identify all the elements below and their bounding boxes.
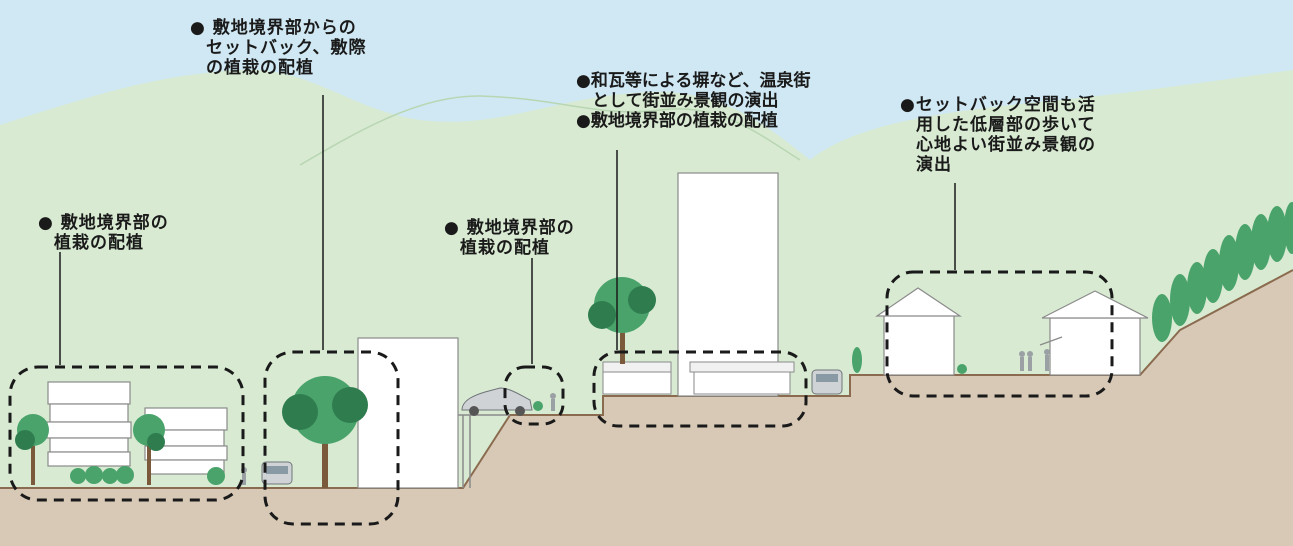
annotation-line: の植栽の配植 [206, 58, 314, 78]
annotation-line: 用した低層部の歩いて [916, 115, 1096, 135]
bridge [458, 414, 510, 488]
house-right [1039, 290, 1149, 376]
annotation-line: ●敷地境界部の植栽の配植 [576, 111, 778, 131]
annotation-line: ● 敷地境界部からの [190, 18, 357, 38]
annotation-line: 植栽の配植 [54, 233, 144, 253]
mountain-ridge [299, 95, 801, 166]
annotation-setback-low-rise: ●セットバック空間も活 用した低層部の歩いて 心地よい街並み景観の 演出 [900, 95, 1096, 175]
tree-wall [588, 277, 656, 364]
car-front-right [811, 369, 843, 395]
annotation-boundary-planting-road: ● 敷地境界部の 植栽の配植 [444, 218, 575, 258]
annotation-line: ● 敷地境界部の [444, 218, 575, 238]
leader-lines [59, 95, 956, 365]
annotation-setback-planting: ● 敷地境界部からの セットバック、敷際 の植栽の配植 [190, 18, 366, 78]
annotation-line: ● 敷地境界部の [38, 213, 169, 233]
annotation-line: セットバック、敷際 [206, 38, 367, 58]
annotation-line: ●和瓦等による塀など、温泉街 [576, 71, 811, 91]
trees [15, 202, 1293, 488]
annotation-line: ●セットバック空間も活 [900, 95, 1096, 115]
tree-left-1 [15, 414, 49, 485]
annotation-onsen-streetscape: ●和瓦等による塀など、温泉街 として街並み景観の演出 ●敷地境界部の植栽の配植 [576, 71, 810, 131]
annotation-boundary-planting-left: ● 敷地境界部の 植栽の配植 [38, 213, 169, 253]
tall-building-center [677, 172, 779, 397]
left-buildings [46, 381, 228, 475]
focus-areas [8, 270, 1114, 526]
hillside-forest [1152, 202, 1293, 342]
house-left [875, 287, 962, 376]
boundary-walls [602, 361, 795, 395]
annotation-line: として街並み景観の演出 [592, 91, 779, 111]
tree-center-large [282, 376, 368, 488]
ground [0, 270, 1293, 546]
annotation-line: 心地よい街並み景観の [916, 135, 1096, 155]
car-front-left [261, 461, 293, 485]
car-road [461, 387, 533, 416]
hedges [533, 347, 967, 411]
annotation-line: 植栽の配植 [460, 238, 550, 258]
annotation-line: 演出 [916, 155, 952, 175]
tree-left-2 [133, 414, 165, 485]
tall-building-left [357, 337, 459, 489]
shrubs-left [70, 466, 225, 485]
